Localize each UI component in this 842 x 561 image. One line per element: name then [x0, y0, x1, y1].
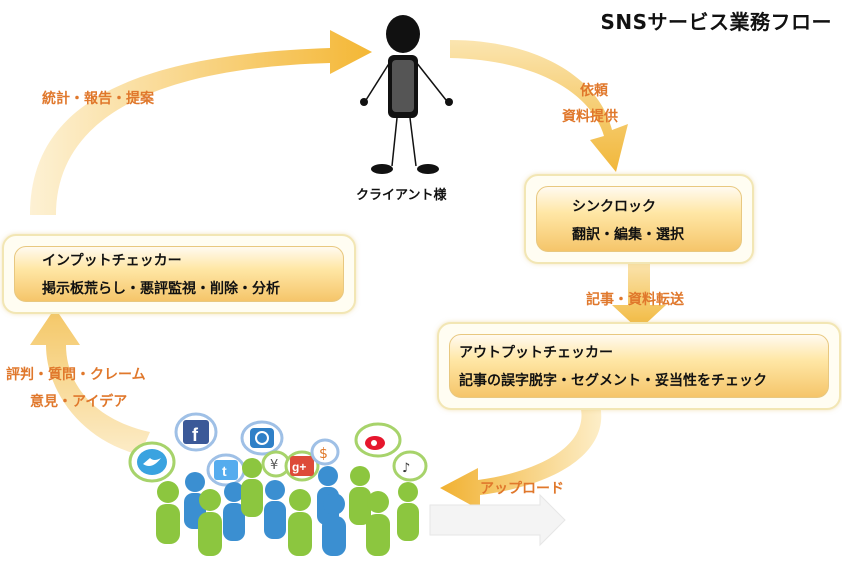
input-checker-title: インプットチェッカー: [42, 253, 182, 269]
input-checker-card-inner: [14, 246, 344, 302]
twitter-icon: t: [206, 453, 246, 487]
synclock-subtitle: 翻訳・編集・選択: [572, 227, 684, 243]
svg-text:g+: g+: [292, 460, 306, 474]
page-title: SNSサービス業務フロー: [600, 10, 832, 34]
input-checker-card: インプットチェッカー 掲示板荒らし・悪評監視・削除・分析: [2, 234, 356, 314]
request-label: 依頼: [580, 83, 608, 99]
person-icon: [264, 480, 286, 539]
person-icon: [366, 491, 390, 556]
weibo-icon: [354, 422, 402, 458]
social-users-crowd: f t ¥ g+ $: [128, 412, 428, 556]
svg-text:f: f: [192, 425, 199, 445]
input-checker-subtitle: 掲示板荒らし・悪評監視・削除・分析: [42, 281, 280, 297]
person-icon: [397, 482, 419, 541]
client-figure-icon: [360, 15, 453, 174]
svg-text:♪: ♪: [402, 461, 410, 476]
output-checker-card: アウトプットチェッカー 記事の誤字脱字・セグメント・妥当性をチェック: [437, 322, 841, 410]
person-icon: [349, 466, 371, 525]
arrow-request-to-synclock: [450, 40, 628, 172]
person-icon: [241, 458, 263, 517]
arrow-synclock-to-output: [612, 262, 666, 330]
synclock-card-inner: [536, 186, 742, 252]
stats-label: 統計・報告・提案: [42, 91, 154, 107]
facebook-icon: f: [174, 412, 218, 452]
client-label: クライアント様: [356, 188, 447, 203]
google-plus-icon: g+: [284, 450, 320, 482]
music-note-icon: ♪: [392, 450, 428, 482]
arrow-feedback-to-input: [30, 308, 150, 455]
svg-text:¥: ¥: [270, 458, 278, 473]
person-icon: [198, 489, 222, 556]
faint-arrow-behind-users: [429, 493, 566, 547]
arrow-stats-to-client: [30, 30, 372, 215]
output-checker-subtitle: 記事の誤字脱字・セグメント・妥当性をチェック: [459, 373, 767, 389]
upload-label: アップロード: [480, 481, 564, 497]
arrow-upload-to-users: [440, 405, 602, 510]
articles-transfer-label: 記事・資料転送: [586, 292, 684, 308]
person-icon: [156, 481, 180, 544]
pixiv-icon: [240, 420, 284, 456]
svg-text:$: $: [319, 446, 328, 462]
person-icon: [288, 489, 312, 556]
output-checker-title: アウトプットチェッカー: [459, 345, 613, 361]
synclock-card: シンクロック 翻訳・編集・選択: [524, 174, 754, 264]
output-checker-card-inner: [449, 334, 829, 398]
ideas-label: 意見・アイデア: [30, 394, 128, 410]
svg-text:t: t: [222, 463, 227, 479]
person-icon: [322, 493, 346, 556]
twitter-icon: [128, 441, 176, 483]
feedback-label: 評判・質問・クレーム: [6, 367, 146, 383]
materials-label: 資料提供: [562, 109, 618, 125]
synclock-title: シンクロック: [572, 199, 656, 215]
person-icon: [223, 482, 245, 541]
dollar-icon: $: [310, 438, 340, 466]
